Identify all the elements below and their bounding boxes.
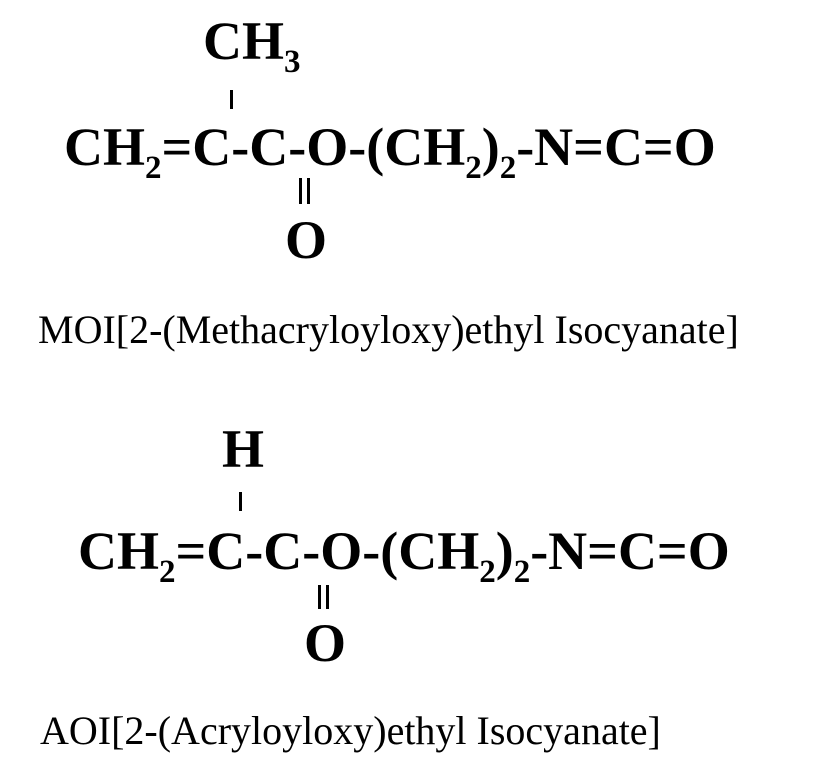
moi-methyl-group: CH3: [203, 11, 301, 79]
aoi-hydrogen: H: [222, 422, 264, 476]
moi-caption: MOI[2-(Methacryloyloxy)ethyl Isocyanate]: [38, 307, 739, 352]
aoi-chain-isocyanate: -N=C=O: [530, 521, 730, 581]
aoi-hydrogen-bond: [239, 492, 242, 511]
aoi-chain-paren: ): [495, 521, 514, 581]
aoi-chain-sub-1: 2: [159, 554, 176, 590]
moi-carbonyl-bond-right: [307, 178, 310, 204]
aoi-chain-ch: CH: [78, 521, 159, 581]
aoi-caption: AOI[2-(Acryloyloxy)ethyl Isocyanate]: [40, 708, 661, 753]
moi-chain-sub-3: 2: [499, 150, 517, 186]
moi-methyl-bond: [230, 90, 233, 109]
aoi-chain-backbone: =C-C-O-(CH: [175, 521, 480, 581]
moi-methyl-label: CH: [203, 11, 284, 71]
moi-chain-sub-2: 2: [465, 150, 482, 186]
aoi-chain-sub-2: 2: [479, 554, 496, 590]
moi-carbonyl-bond-left: [299, 178, 302, 204]
moi-chain-sub-1: 2: [145, 150, 162, 186]
aoi-carbonyl-bond-left: [318, 585, 321, 609]
aoi-chain-sub-3: 2: [513, 554, 531, 590]
moi-chain-paren: ): [481, 117, 500, 177]
moi-chain-ch: CH: [64, 117, 145, 177]
aoi-carbonyl-bond-right: [326, 585, 329, 609]
moi-methyl-subscript: 3: [284, 44, 301, 80]
moi-chain-isocyanate: -N=C=O: [516, 117, 716, 177]
aoi-hydrogen-label: H: [222, 419, 265, 479]
moi-chain-backbone: =C-C-O-(CH: [161, 117, 466, 177]
moi-main-chain: CH2=C-C-O-(CH2)2-N=C=O: [64, 117, 716, 185]
aoi-carbonyl-oxygen: O: [304, 613, 347, 673]
moi-carbonyl-oxygen: O: [285, 210, 328, 270]
aoi-main-chain: CH2=C-C-O-(CH2)2-N=C=O: [78, 521, 730, 589]
